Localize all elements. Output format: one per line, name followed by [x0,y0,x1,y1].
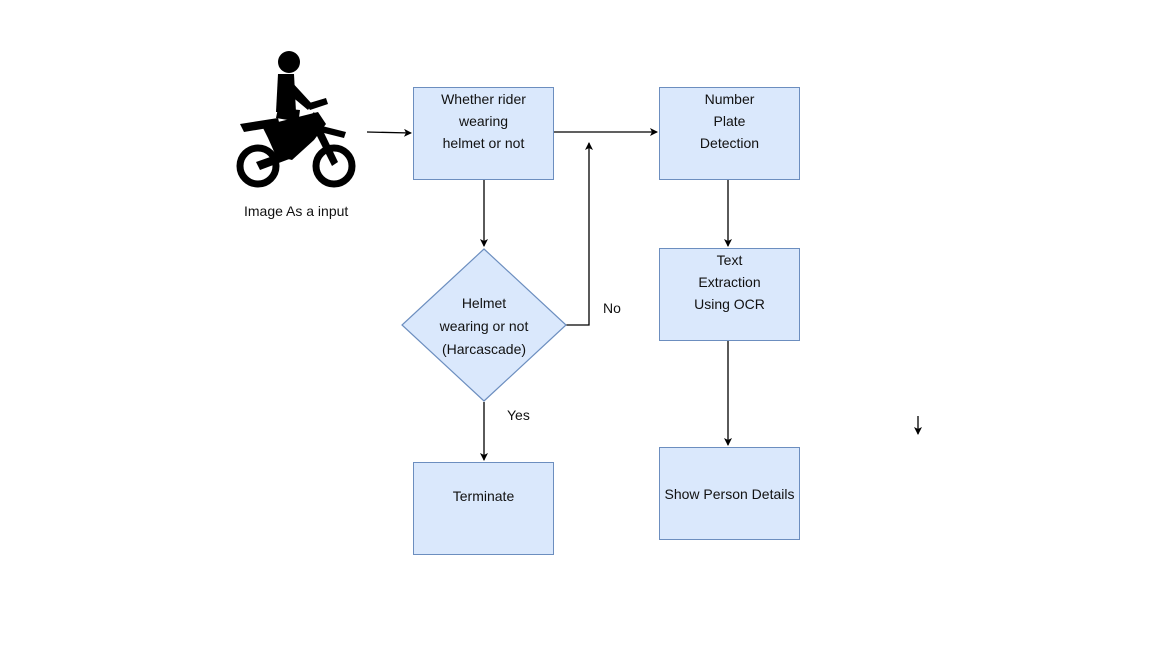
motorcycle-rider-icon [236,51,356,188]
input-caption: Image As a input [244,203,349,219]
helmet-check-line-3: helmet or not [442,135,525,151]
show-details-label: Show Person Details [664,485,795,502]
number-plate-line-2: Plate [713,113,746,129]
terminate-label: Terminate [452,488,515,504]
helmet-check-box: Whether rider wearing helmet or not [413,87,554,180]
helmet-check-line-1: Whether rider [441,91,526,107]
text-extraction-line-1: Text [716,252,743,268]
decision-line-2: wearing or not [439,318,529,334]
text-extraction-line-3: Using OCR [694,296,765,312]
connector-decision-no-loop [566,142,593,326]
number-plate-box: Number Plate Detection [659,87,800,180]
terminate-box: Terminate [413,462,554,555]
text-extraction-line-2: Extraction [698,274,761,290]
text-extraction-box: Text Extraction Using OCR [659,248,800,341]
helmet-check-line-2: wearing [458,113,509,129]
number-plate-line-1: Number [704,91,755,107]
connector-input-to-helmet-check [366,128,412,137]
decision-line-1: Helmet [461,295,507,311]
decision-diamond [401,248,567,402]
decision-line-3: (Harcascade) [441,341,527,357]
edge-label-yes: Yes [507,407,530,423]
show-details-box: Show Person Details [659,447,800,540]
number-plate-line-3: Detection [699,135,760,151]
decision-label: Helmet wearing or not (Harcascade) [400,292,568,361]
edge-label-no: No [603,300,621,316]
